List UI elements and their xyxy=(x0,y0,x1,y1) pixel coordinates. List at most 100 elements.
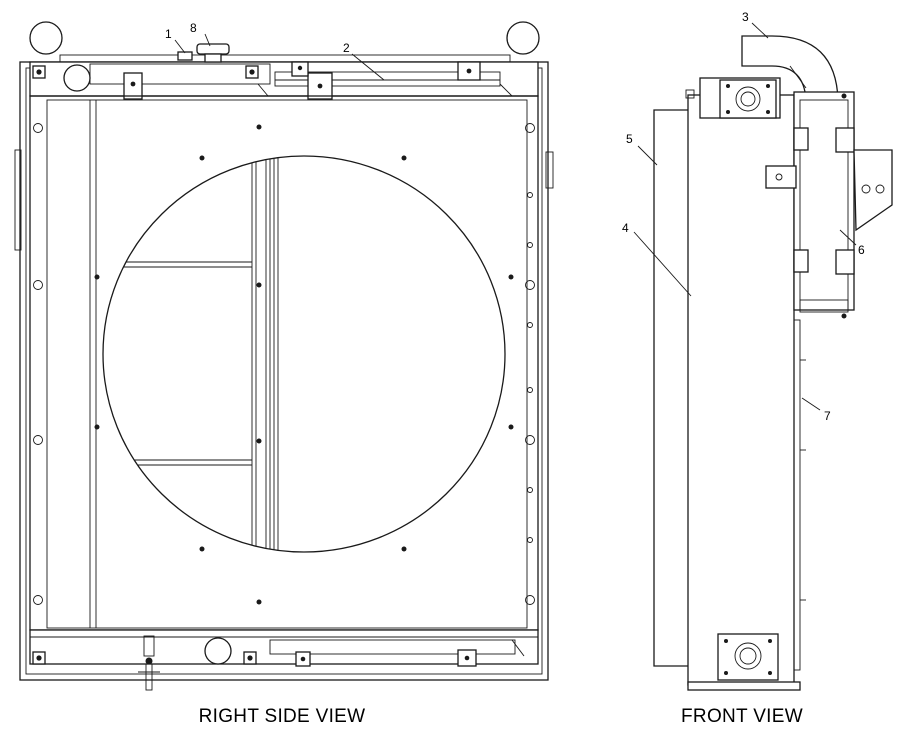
callout-5: 5 xyxy=(626,132,633,146)
bracket-hole xyxy=(861,184,871,194)
inlet-bore xyxy=(734,642,762,670)
leader-2 xyxy=(351,53,385,81)
shroud-bolt xyxy=(256,599,262,605)
shroud-bolt xyxy=(508,424,514,430)
bolt xyxy=(766,110,770,114)
brace xyxy=(257,83,269,97)
fan-opening-structure xyxy=(103,156,279,552)
shroud-bolt xyxy=(256,438,262,444)
shroud-bolt xyxy=(199,546,205,552)
leader-1 xyxy=(174,39,186,54)
small-hole xyxy=(527,242,533,248)
drain-valve xyxy=(145,657,153,665)
top-tank-port xyxy=(63,64,91,92)
bolt xyxy=(464,655,470,661)
shroud-bolt xyxy=(508,274,514,280)
seal-strip xyxy=(793,319,801,671)
callout-6: 6 xyxy=(858,243,865,257)
filler-cap xyxy=(196,43,230,55)
filler-neck xyxy=(204,53,222,63)
bolt xyxy=(297,65,303,71)
bolt xyxy=(726,84,730,88)
callout-1: 1 xyxy=(165,27,172,41)
bolt xyxy=(249,69,255,75)
shroud-bolt xyxy=(256,282,262,288)
right-side-view-title: RIGHT SIDE VIEW xyxy=(199,706,366,727)
leader-3 xyxy=(751,22,769,39)
right-side-view xyxy=(14,21,554,691)
side-clip xyxy=(793,127,809,151)
side-clip xyxy=(793,249,809,273)
bolt xyxy=(724,671,728,675)
plate-clip xyxy=(835,249,855,275)
leader-8 xyxy=(204,33,211,47)
bolt xyxy=(724,639,728,643)
pressure-valve xyxy=(177,51,193,61)
lifting-eye-left xyxy=(29,21,63,55)
frame-hole xyxy=(33,595,43,605)
front-view xyxy=(653,35,893,691)
bolt xyxy=(466,68,472,74)
plate-clip xyxy=(835,127,855,153)
frame-holes-left xyxy=(33,123,43,605)
inlet-bore-inner xyxy=(739,647,757,665)
mounting-bracket xyxy=(853,149,893,232)
bottom-tank-port xyxy=(204,637,232,665)
bottom-tank xyxy=(29,629,539,665)
shroud-bolt xyxy=(401,155,407,161)
bottom-inlet-flange xyxy=(717,633,779,681)
bolt xyxy=(768,671,772,675)
base-foot xyxy=(687,681,801,691)
brace xyxy=(511,639,525,657)
frame-holes-right xyxy=(525,123,535,605)
small-hole xyxy=(527,537,533,543)
frame-hole xyxy=(33,435,43,445)
right-edge-tab xyxy=(545,151,554,189)
radiator-core xyxy=(29,95,539,631)
small-hole xyxy=(527,192,533,198)
leader-7 xyxy=(801,397,821,411)
fan-opening xyxy=(102,155,506,553)
shroud-bolt xyxy=(199,155,205,161)
outlet-bore xyxy=(735,86,761,112)
shroud-bolt xyxy=(401,546,407,552)
shroud-side-panel xyxy=(653,109,688,667)
top-tank xyxy=(29,61,539,97)
bolt xyxy=(841,93,847,99)
frame-hole xyxy=(525,123,535,133)
bolt xyxy=(36,69,42,75)
small-hole xyxy=(527,322,533,328)
bolt xyxy=(247,655,253,661)
front-view-title: FRONT VIEW xyxy=(681,706,803,727)
support-plate-lower xyxy=(799,299,849,313)
bolt xyxy=(300,656,306,662)
shroud-bolts xyxy=(94,124,514,605)
brace xyxy=(499,83,513,97)
hose-clamp-line xyxy=(789,65,807,89)
bolt xyxy=(766,84,770,88)
callout-4: 4 xyxy=(622,221,629,235)
left-edge-strip xyxy=(14,149,22,251)
bottom-tank-channel xyxy=(269,639,516,655)
bolt xyxy=(317,83,323,89)
frame-hole xyxy=(525,435,535,445)
core-small-holes xyxy=(527,192,533,543)
lifting-tab-hole xyxy=(775,173,783,181)
radiator-side-body xyxy=(687,94,795,686)
small-hole xyxy=(527,487,533,493)
small-hole xyxy=(527,387,533,393)
small-tab xyxy=(685,89,695,99)
support-plate-inner xyxy=(799,99,849,311)
core-inner xyxy=(46,99,528,629)
outer-frame xyxy=(19,61,549,681)
outlet-bore-inner xyxy=(740,91,756,107)
callout-3: 3 xyxy=(742,10,749,24)
leader-lines xyxy=(174,22,857,411)
bolt xyxy=(726,110,730,114)
callout-7: 7 xyxy=(824,409,831,423)
drain-pipe xyxy=(145,663,153,691)
callout-8: 8 xyxy=(190,21,197,35)
bracket-hole xyxy=(875,184,885,194)
frame-hole xyxy=(525,595,535,605)
